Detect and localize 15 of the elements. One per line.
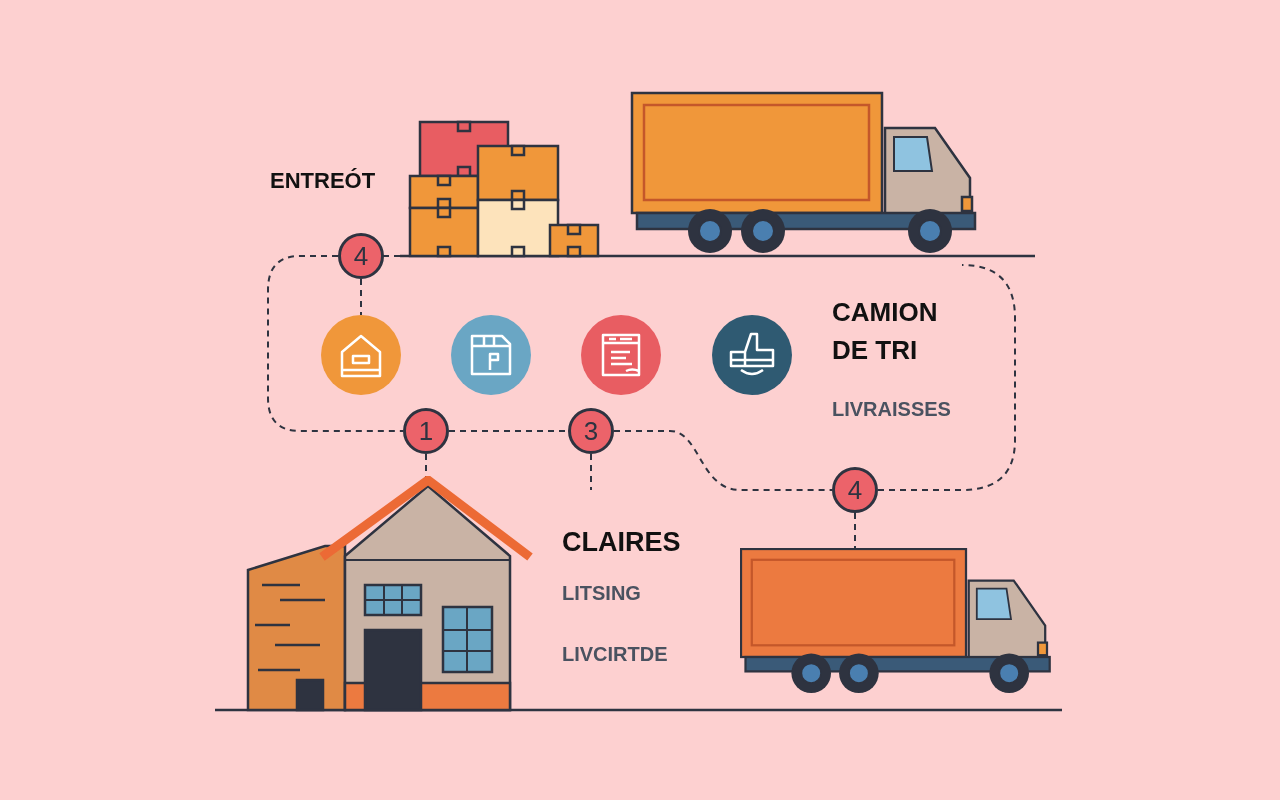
step-number-badge: 3 xyxy=(568,408,614,454)
dashed-connector xyxy=(267,255,404,432)
caption-text: LIVRAISSES xyxy=(832,398,951,421)
step-number-badge: 4 xyxy=(832,467,878,513)
heading-text: CAMION DE TRI xyxy=(832,296,939,367)
caption-text: LIVCIRTDE xyxy=(562,643,668,666)
dashed-connector xyxy=(877,264,1016,491)
dashed-connector xyxy=(360,278,362,316)
dashed-connector xyxy=(613,430,833,491)
step-number-badge: 4 xyxy=(338,233,384,279)
heading-text: CLAIRES xyxy=(562,527,681,558)
step-number-badge: 1 xyxy=(403,408,449,454)
dashed-connector xyxy=(590,453,592,491)
heading-text: ENTREÓT xyxy=(270,168,376,194)
caption-text: LITSING xyxy=(562,582,641,605)
